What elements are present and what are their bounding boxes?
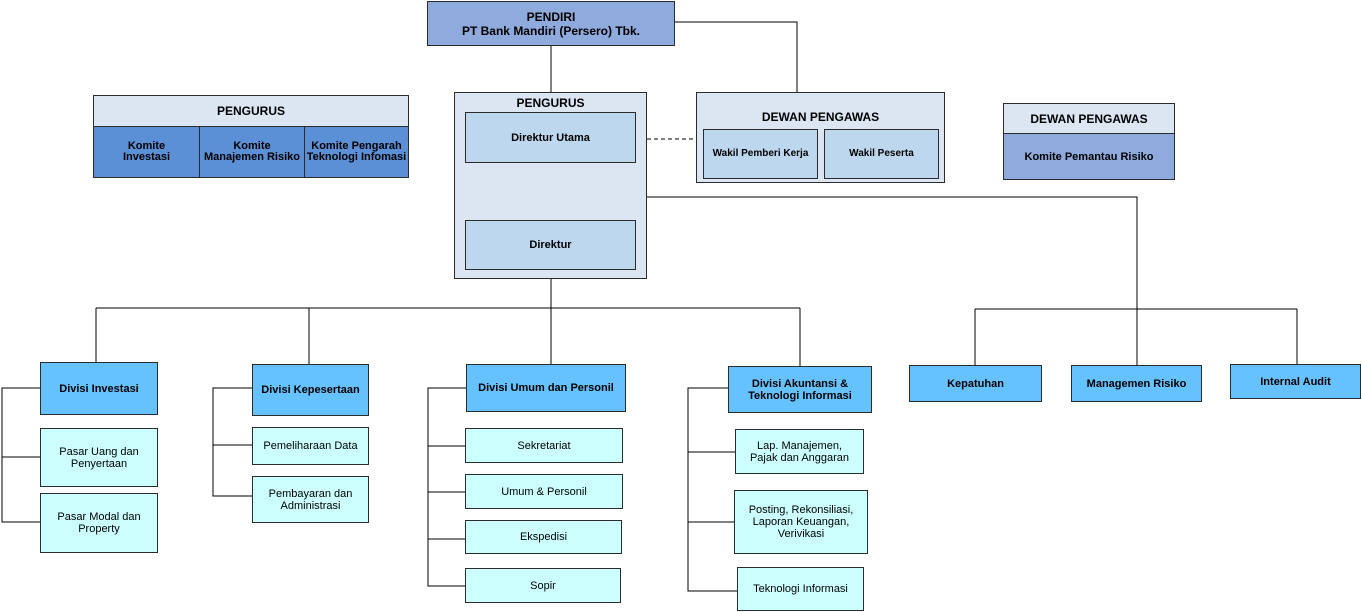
komite-pemantau-risiko-box: Komite Pemantau Risiko <box>1003 133 1175 180</box>
founder-name: PT Bank Mandiri (Persero) Tbk. <box>461 23 641 38</box>
division-investasi: Divisi Investasi <box>40 362 158 415</box>
direktur-box: Direktur <box>465 220 636 270</box>
committee-teknologi: Komite Pengarah Teknologi Infomasi <box>304 127 408 177</box>
unit-sekretariat: Sekretariat <box>465 428 623 463</box>
connector-umum-tree <box>427 387 466 587</box>
pengurus-left-header: PENGURUS <box>93 95 409 127</box>
connector-kepesertaan-tree <box>212 387 252 497</box>
dewan-right-header: DEWAN PENGAWAS <box>1003 103 1175 134</box>
support-kepatuhan: Kepatuhan <box>909 365 1042 402</box>
founder-title: PENDIRI <box>526 9 576 24</box>
unit-sopir: Sopir <box>465 568 621 603</box>
connector-investasi-tree <box>1 387 40 523</box>
unit-lap-manajemen: Lap. Manajemen, Pajak dan Anggaran <box>735 429 864 474</box>
wakil-pemberi-kerja-box: Wakil Pemberi Kerja <box>703 129 818 179</box>
committee-manajemen-risiko: Komite Manajemen Risiko <box>199 127 304 177</box>
committee-investasi: Komite Investasi <box>122 140 171 163</box>
unit-ekspedisi: Ekspedisi <box>465 520 622 554</box>
committee-row: Komite Investasi Komite Manajemen Risiko… <box>93 126 409 178</box>
division-akuntansi-ti: Divisi Akuntansi & Teknologi Informasi <box>728 366 872 413</box>
connector-founder-dewan <box>675 21 798 92</box>
unit-umum-personil: Umum & Personil <box>465 474 623 509</box>
division-kepesertaan: Divisi Kepesertaan <box>252 364 369 416</box>
dewan-center-title: DEWAN PENGAWAS <box>761 110 880 124</box>
unit-pasar-modal: Pasar Modal dan Property <box>40 493 158 553</box>
unit-pembayaran: Pembayaran dan Administrasi <box>252 476 369 523</box>
unit-pasar-uang: Pasar Uang dan Penyertaan <box>40 428 158 487</box>
founder-box: PENDIRI PT Bank Mandiri (Persero) Tbk. <box>427 1 675 46</box>
unit-teknologi-informasi: Teknologi Informasi <box>737 567 864 611</box>
unit-pemeliharaan-data: Pemeliharaan Data <box>252 427 369 465</box>
unit-posting-rekonsiliasi: Posting, Rekonsiliasi, Laporan Keuangan,… <box>734 490 868 554</box>
connector-akuntansi-tree <box>687 387 737 592</box>
wakil-peserta-box: Wakil Peserta <box>824 129 939 179</box>
pengurus-left-title: PENGURUS <box>216 104 285 118</box>
support-managemen-risiko: Managemen Risiko <box>1071 365 1202 402</box>
division-umum-personil: Divisi Umum dan Personil <box>466 364 626 412</box>
direktur-utama-box: Direktur Utama <box>465 112 636 163</box>
pengurus-center-title: PENGURUS <box>516 96 585 110</box>
support-internal-audit: Internal Audit <box>1230 364 1361 399</box>
